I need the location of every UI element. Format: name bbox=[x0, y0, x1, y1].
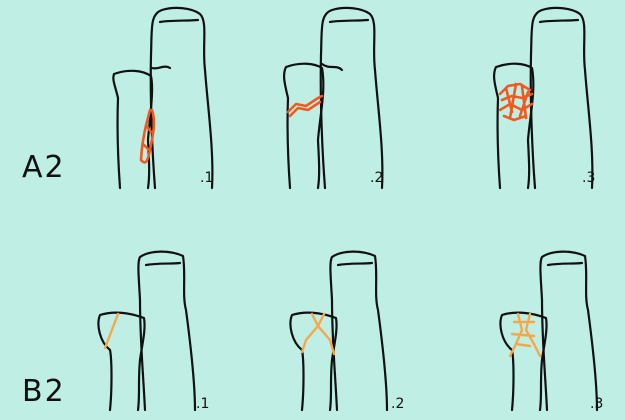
panel-b2-3-bones bbox=[500, 252, 597, 410]
fracture-b2-2 bbox=[302, 314, 334, 354]
panel-number-b2-3: .3 bbox=[590, 396, 603, 412]
panel-a2-2-bones bbox=[284, 8, 382, 188]
row-label-b2: B2 bbox=[22, 374, 66, 409]
panel-number-a2-3: .3 bbox=[582, 170, 595, 186]
fracture-b2-3 bbox=[510, 314, 540, 356]
fracture-b2-1 bbox=[105, 314, 118, 348]
panel-a2-1-bones bbox=[113, 8, 212, 188]
panel-b2-1-bones bbox=[98, 252, 195, 410]
fracture-a2-3 bbox=[500, 84, 532, 120]
panel-number-a2-1: .1 bbox=[200, 170, 213, 186]
panel-b2-2-bones bbox=[290, 252, 387, 410]
panel-number-b2-2: .2 bbox=[391, 396, 404, 412]
panel-number-b2-1: .1 bbox=[196, 396, 209, 412]
fracture-a2-2 bbox=[288, 96, 322, 116]
row-label-a2: A2 bbox=[22, 150, 66, 185]
panel-number-a2-2: .2 bbox=[370, 170, 383, 186]
